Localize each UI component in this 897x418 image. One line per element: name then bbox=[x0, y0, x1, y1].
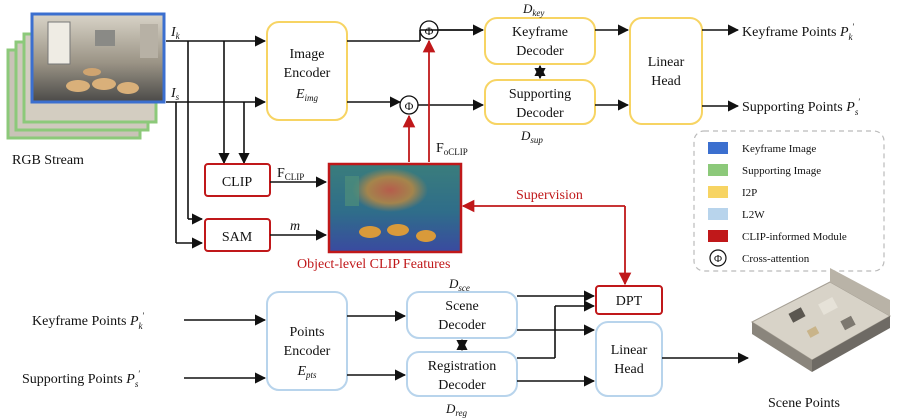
image-encoder-line2: Encoder bbox=[284, 66, 331, 81]
legend-label-cross: Cross-attention bbox=[742, 253, 810, 265]
clip-label: CLIP bbox=[222, 175, 253, 190]
sam-label: SAM bbox=[222, 230, 253, 245]
legend-label-supporting: Supporting Image bbox=[742, 165, 821, 177]
d-key-symbol: Dkey bbox=[522, 1, 544, 18]
supporting-decoder-box: Supporting Decoder bbox=[484, 79, 596, 125]
d-reg-symbol: Dreg bbox=[445, 401, 468, 418]
legend-swatch-i2p bbox=[708, 186, 728, 198]
registration-decoder-box: Registration Decoder bbox=[406, 351, 518, 397]
legend-label-i2p: I2P bbox=[742, 187, 757, 199]
keyframe-decoder-box: Keyframe Decoder bbox=[484, 17, 596, 65]
rgb-stream-stack bbox=[6, 12, 166, 140]
d-sce-symbol: Dsce bbox=[448, 276, 470, 293]
legend-swatch-supporting bbox=[708, 164, 728, 176]
scene-decoder-line1: Scene bbox=[445, 299, 478, 314]
legend-cross-symbol: Φ bbox=[714, 253, 722, 265]
sam-box: SAM bbox=[204, 218, 271, 252]
points-encoder-line1: Points bbox=[289, 325, 324, 340]
legend: Keyframe Image Supporting Image I2P L2W … bbox=[693, 130, 885, 272]
bottom-linear-head-box: Linear Head bbox=[595, 321, 663, 397]
cross-symbol-bottom: Φ bbox=[405, 99, 414, 113]
legend-swatch-keyframe bbox=[708, 142, 728, 154]
middle-arrows bbox=[270, 176, 328, 241]
image-encoder-box: Image Encoder Eimg bbox=[266, 21, 348, 121]
cross-attention-bottom: Φ bbox=[399, 95, 419, 115]
keyframe-image bbox=[30, 12, 166, 104]
supporting-decoder-line1: Supporting bbox=[509, 87, 571, 102]
legend-label-l2w: L2W bbox=[742, 209, 765, 221]
supervision-label: Supervision bbox=[516, 188, 583, 203]
bottom-arrows bbox=[184, 290, 750, 387]
f-clip-label: FCLIP bbox=[277, 166, 304, 182]
keyframe-decoder-line2: Decoder bbox=[516, 44, 564, 59]
bottom-linear-line2: Head bbox=[614, 362, 644, 377]
i-s-label: Is bbox=[170, 86, 180, 102]
f-oclip-label: FoCLIP bbox=[436, 141, 468, 157]
image-encoder-line1: Image bbox=[290, 47, 325, 62]
points-encoder-box: Points Encoder Epts bbox=[266, 291, 348, 391]
m-label: m bbox=[290, 219, 300, 234]
scene-decoder-line2: Decoder bbox=[438, 318, 486, 333]
registration-decoder-line1: Registration bbox=[428, 359, 496, 374]
registration-decoder-line2: Decoder bbox=[438, 378, 486, 393]
legend-label-keyframe: Keyframe Image bbox=[742, 143, 816, 155]
points-encoder-line2: Encoder bbox=[284, 344, 331, 359]
legend-swatch-l2w bbox=[708, 208, 728, 220]
object-level-clip-features bbox=[327, 162, 463, 254]
top-linear-line2: Head bbox=[651, 74, 681, 89]
feature-caption: Object-level CLIP Features bbox=[297, 257, 450, 272]
dpt-box: DPT bbox=[595, 285, 663, 315]
clip-box: CLIP bbox=[204, 163, 271, 197]
in-keyframe-label: Keyframe Points Pk′ bbox=[32, 311, 145, 331]
keyframe-decoder-line1: Keyframe bbox=[512, 25, 568, 40]
out-keyframe-label: Keyframe Points Pk′ bbox=[742, 22, 855, 42]
rgb-stream-label: RGB Stream bbox=[12, 153, 84, 168]
supporting-decoder-line2: Decoder bbox=[516, 106, 564, 121]
scene-points-label: Scene Points bbox=[768, 396, 840, 411]
cross-symbol-top: Φ bbox=[425, 24, 434, 38]
legend-swatch-clip bbox=[708, 230, 728, 242]
legend-cross-icon bbox=[709, 249, 727, 267]
foclip-arrow bbox=[402, 39, 436, 162]
legend-label-clip: CLIP-informed Module bbox=[742, 231, 847, 243]
supervision-arrow bbox=[461, 199, 632, 286]
top-linear-head-box: Linear Head bbox=[629, 17, 703, 125]
scene-points-image bbox=[750, 268, 892, 372]
i-k-label: Ik bbox=[170, 25, 181, 41]
in-supporting-label: Supporting Points Ps′ bbox=[22, 369, 140, 389]
dpt-label: DPT bbox=[616, 294, 643, 309]
out-supporting-label: Supporting Points Ps′ bbox=[742, 97, 860, 117]
d-sup-symbol: Dsup bbox=[520, 128, 543, 145]
bottom-linear-line1: Linear bbox=[611, 343, 648, 358]
top-linear-line1: Linear bbox=[648, 55, 685, 70]
scene-decoder-box: Scene Decoder bbox=[406, 291, 518, 339]
